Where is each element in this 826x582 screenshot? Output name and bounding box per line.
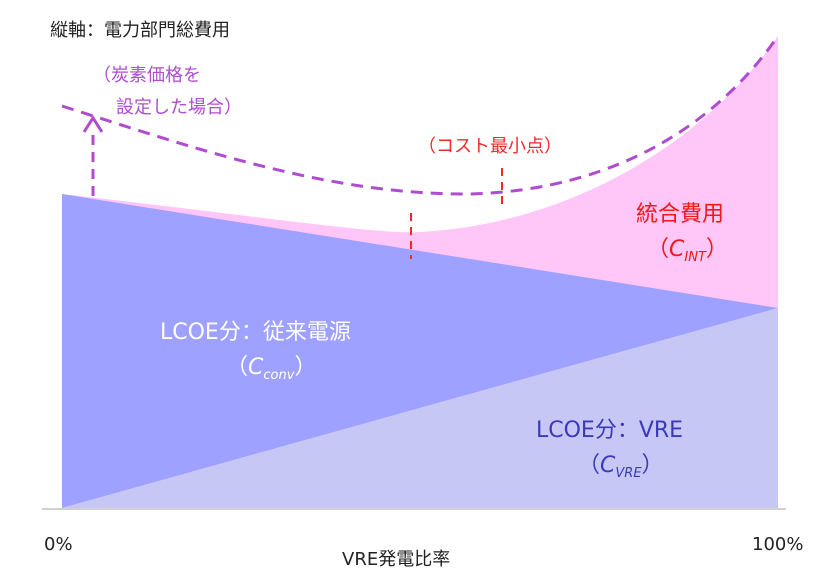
carbon-price-note-line1: （炭素価格を (93, 65, 201, 86)
symbol-close: ） (641, 453, 664, 478)
symbol-close: ） (294, 355, 317, 380)
vre-lcoe-area (62, 308, 778, 508)
min-cost-point-note: （コスト最小点） (418, 136, 562, 157)
integration-cost-label: 統合費用 (636, 202, 725, 227)
carbon-price-arrow-head (82, 115, 104, 133)
vre-lcoe-symbol: （CVRE） (578, 447, 664, 481)
symbol-subscript: INT (684, 250, 706, 265)
vre-lcoe-label: LCOE分：VRE (536, 418, 684, 443)
x-axis-title: VRE発電比率 (342, 549, 451, 570)
symbol-open: （ (647, 237, 670, 262)
conventional-lcoe-area (62, 194, 778, 508)
symbol-subscript: VRE (615, 466, 642, 481)
symbol-letter: C (248, 355, 264, 380)
y-axis-title: 縦軸：電力部門総費用 (50, 20, 230, 41)
conventional-lcoe-symbol: （Cconv） (226, 349, 316, 383)
symbol-close: ） (705, 237, 728, 262)
x-tick-100: 100% (752, 534, 804, 555)
x-tick-0: 0% (44, 534, 73, 555)
symbol-letter: C (600, 453, 616, 478)
symbol-subscript: conv (263, 368, 295, 383)
integration-cost-symbol: （CINT） (647, 231, 728, 265)
symbol-letter: C (669, 237, 685, 262)
symbol-open: （ (226, 355, 249, 380)
carbon-price-note-line2: 設定した場合） (116, 97, 242, 118)
symbol-open: （ (578, 453, 601, 478)
conventional-lcoe-label: LCOE分：従来電源 (160, 320, 351, 345)
